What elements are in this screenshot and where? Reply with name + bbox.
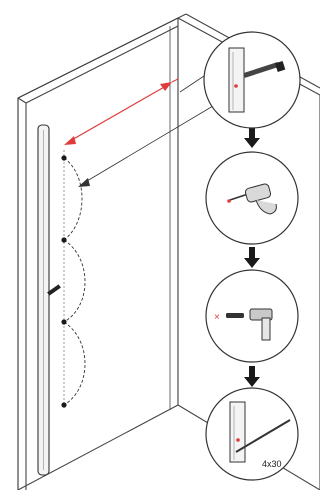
screw-size-label: 4x30 [262, 459, 282, 469]
profile-clip [47, 284, 61, 296]
down-arrow-icon [244, 247, 260, 268]
wall-plug-hammer-icon: × [214, 308, 273, 341]
step-arrows [244, 127, 260, 387]
drill-point [61, 319, 67, 325]
down-arrow-icon [244, 127, 260, 148]
drill-point [61, 237, 67, 243]
callout-lines [78, 75, 219, 187]
screw-into-profile-icon [229, 401, 291, 463]
drill-marks [61, 150, 86, 408]
dashed-bridge-1 [63, 157, 83, 241]
dashed-bridge-2 [63, 239, 86, 323]
svg-text:×: × [214, 312, 220, 323]
step-1-circle [203, 31, 301, 129]
step-3-circle: × [205, 269, 299, 363]
down-arrow-icon [244, 366, 260, 387]
measurement-arrow [64, 78, 179, 145]
dashed-bridge-3 [63, 321, 86, 406]
drill-icon [227, 183, 277, 215]
drill-point [61, 155, 67, 161]
step-4-circle: 4x30 [205, 387, 299, 481]
drill-point [61, 402, 67, 408]
profile-screw-icon [228, 47, 286, 113]
step-2-circle [205, 151, 299, 245]
wall-profile [37, 124, 61, 476]
